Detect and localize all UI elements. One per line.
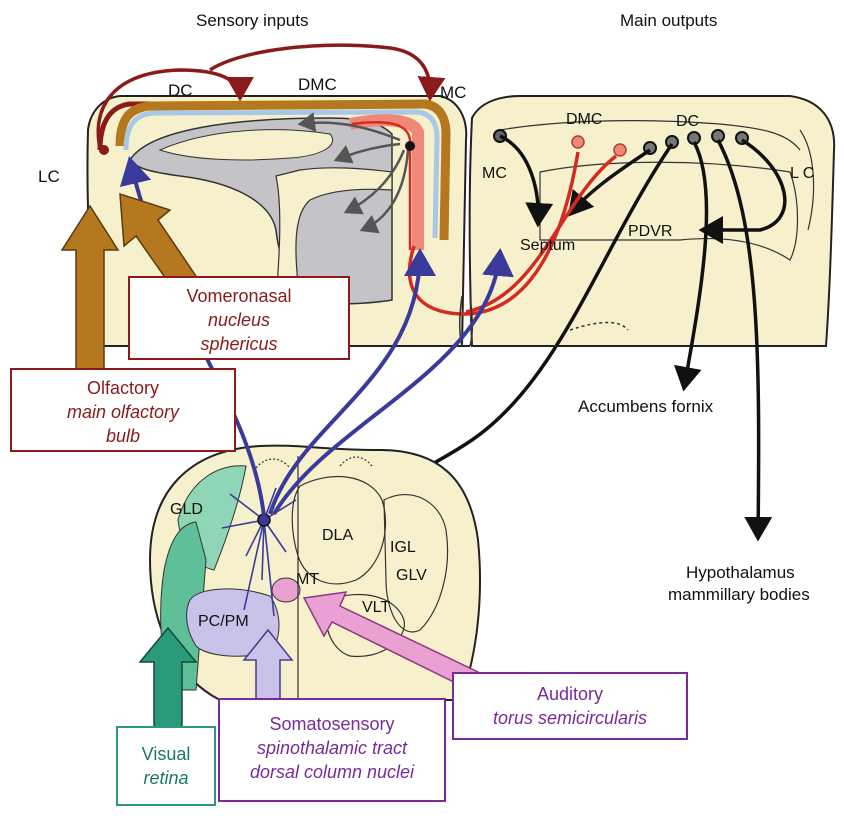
right-dc-label: DC xyxy=(676,113,699,130)
mammillary-label: mammillary bodies xyxy=(668,585,810,604)
right-dmc-neuron-1 xyxy=(572,136,584,148)
dla-label: DLA xyxy=(322,527,353,544)
pcpm-label: PC/PM xyxy=(198,613,249,630)
somatosensory-title: Somatosensory xyxy=(220,712,444,736)
visual-line1: retina xyxy=(118,766,214,790)
glv-label: GLV xyxy=(396,567,427,584)
right-mc-label: MC xyxy=(482,165,507,182)
olfactory-box: Olfactory main olfactory bulb xyxy=(10,368,236,452)
mt-label: MT xyxy=(296,571,319,588)
vomeronasal-box: Vomeronasal nucleus sphericus xyxy=(128,276,350,360)
auditory-box: Auditory torus semicircularis xyxy=(452,672,688,740)
hypothalamus-label: Hypothalamus xyxy=(686,563,795,582)
mc-neuron xyxy=(405,141,415,151)
igl-label: IGL xyxy=(390,539,416,556)
right-lc-label: L C xyxy=(790,165,814,182)
right-dmc-neuron-2 xyxy=(614,144,626,156)
auditory-title: Auditory xyxy=(454,682,686,706)
left-dc-label: DC xyxy=(168,81,193,100)
olfactory-line2: bulb xyxy=(12,424,234,448)
pdvr-label: PDVR xyxy=(628,223,672,240)
right-dmc-label: DMC xyxy=(566,111,602,128)
vomeronasal-line1: nucleus xyxy=(130,308,348,332)
left-dmc-label: DMC xyxy=(298,75,337,94)
accumbens-label: Accumbens fornix xyxy=(578,397,714,416)
somatosensory-line2: dorsal column nuclei xyxy=(220,760,444,784)
auditory-line1: torus semicircularis xyxy=(454,706,686,730)
vlt-label: VLT xyxy=(362,599,390,616)
main-outputs-header: Main outputs xyxy=(620,11,717,30)
septum-label: Septum xyxy=(520,237,575,254)
somatosensory-line1: spinothalamic tract xyxy=(220,736,444,760)
visual-box: Visual retina xyxy=(116,726,216,806)
olfactory-line1: main olfactory xyxy=(12,400,234,424)
vomeronasal-title: Vomeronasal xyxy=(130,284,348,308)
olfactory-title: Olfactory xyxy=(12,376,234,400)
gld-label: GLD xyxy=(170,501,203,518)
left-mc-label: MC xyxy=(440,83,466,102)
left-lc-label: LC xyxy=(38,167,60,186)
vomeronasal-line2: sphericus xyxy=(130,332,348,356)
visual-title: Visual xyxy=(118,742,214,766)
somatosensory-box: Somatosensory spinothalamic tract dorsal… xyxy=(218,698,446,802)
sensory-inputs-header: Sensory inputs xyxy=(196,11,308,30)
